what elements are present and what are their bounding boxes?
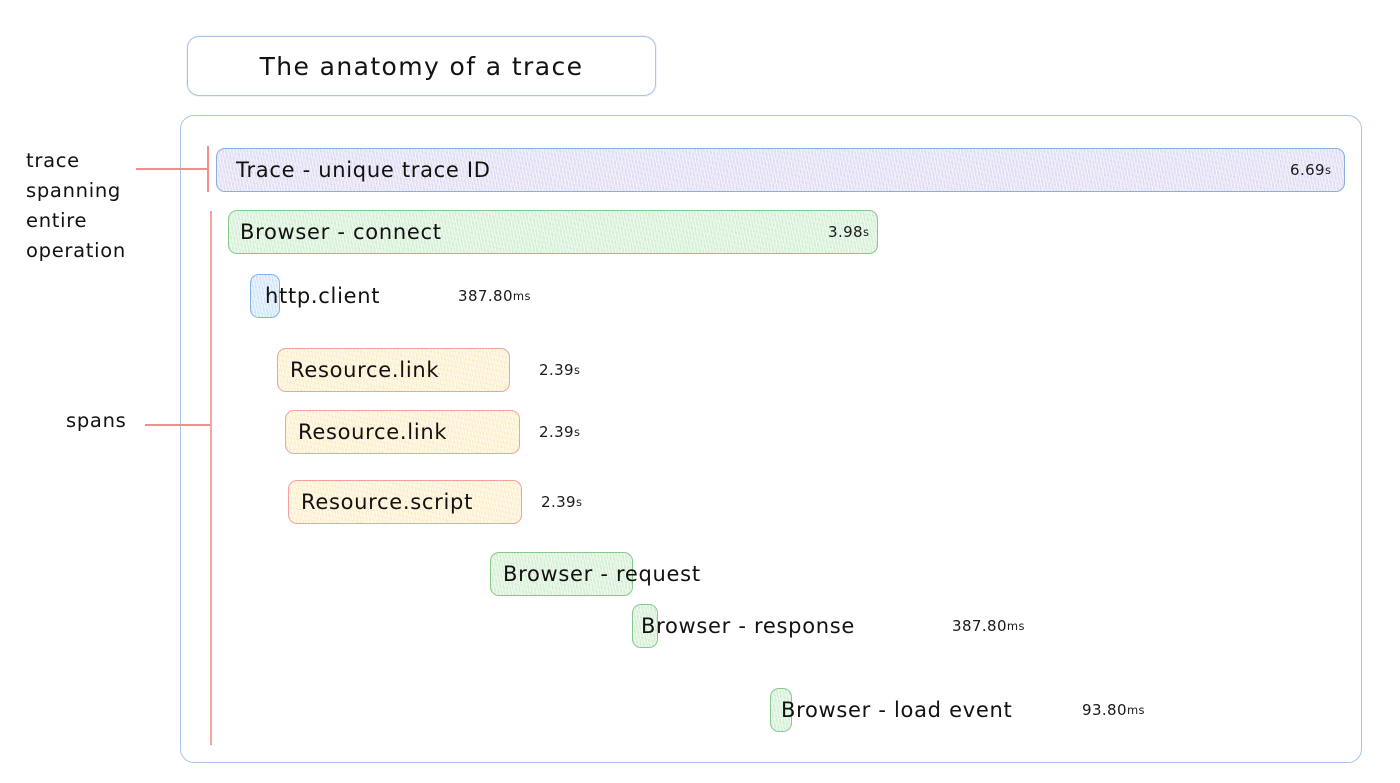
span-browser-response-bar[interactable] bbox=[632, 604, 658, 648]
span-trace-duration-unit: s bbox=[1325, 163, 1332, 177]
trace-annotation-line-2: spanning bbox=[26, 179, 121, 202]
spans-leader-line bbox=[145, 424, 211, 426]
span-http-client-duration-unit: ms bbox=[512, 289, 531, 303]
span-resource-link-1-bar[interactable] bbox=[277, 348, 510, 392]
span-browser-response-duration-unit: ms bbox=[1006, 619, 1025, 633]
spans-annotation: spans bbox=[66, 406, 127, 436]
span-trace-duration-value: 6.69 bbox=[1290, 161, 1325, 179]
trace-leader-bracket bbox=[207, 146, 209, 192]
span-browser-response-duration-value: 387.80 bbox=[952, 617, 1007, 635]
span-browser-load-event-bar[interactable] bbox=[770, 688, 792, 732]
span-http-client-duration-value: 387.80 bbox=[458, 287, 513, 305]
span-browser-connect-bar[interactable] bbox=[228, 210, 878, 254]
span-browser-load-event-duration-value: 93.80 bbox=[1082, 701, 1127, 719]
span-resource-link-2-bar[interactable] bbox=[285, 410, 520, 454]
span-browser-load-event-label: Browser - load event bbox=[781, 698, 1013, 722]
trace-annotation-line-4: operation bbox=[26, 239, 126, 262]
span-http-client-label: http.client bbox=[265, 284, 381, 308]
span-resource-link-2-duration-value: 2.39 bbox=[539, 423, 574, 441]
span-resource-script-duration-value: 2.39 bbox=[541, 493, 576, 511]
trace-annotation: trace spanning entire operation bbox=[26, 146, 126, 266]
span-trace-bar[interactable] bbox=[216, 148, 1345, 192]
page-title: The anatomy of a trace bbox=[259, 51, 584, 81]
span-browser-request[interactable]: Browser - request bbox=[0, 552, 1400, 596]
span-browser-load-event-duration-unit: ms bbox=[1126, 703, 1145, 717]
span-browser-connect-duration-unit: s bbox=[863, 225, 870, 239]
span-resource-link-1-duration-unit: s bbox=[574, 363, 581, 377]
trace-annotation-line-3: entire bbox=[26, 209, 88, 232]
title-card: The anatomy of a trace bbox=[187, 36, 656, 96]
spans-leader-bracket bbox=[210, 211, 212, 745]
span-resource-script-bar[interactable] bbox=[288, 480, 522, 524]
trace-annotation-line-1: trace bbox=[26, 149, 80, 172]
span-browser-connect-duration-value: 3.98 bbox=[828, 223, 863, 241]
span-browser-response-label: Browser - response bbox=[641, 614, 856, 638]
span-resource-script-duration-unit: s bbox=[576, 495, 583, 509]
spans-annotation-line-1: spans bbox=[66, 409, 127, 432]
span-http-client-bar[interactable] bbox=[250, 274, 280, 318]
span-resource-link-1-duration-value: 2.39 bbox=[539, 361, 574, 379]
span-resource-link-2-duration-unit: s bbox=[574, 425, 581, 439]
trace-leader-line bbox=[136, 168, 208, 170]
span-browser-request-bar[interactable] bbox=[490, 552, 633, 596]
